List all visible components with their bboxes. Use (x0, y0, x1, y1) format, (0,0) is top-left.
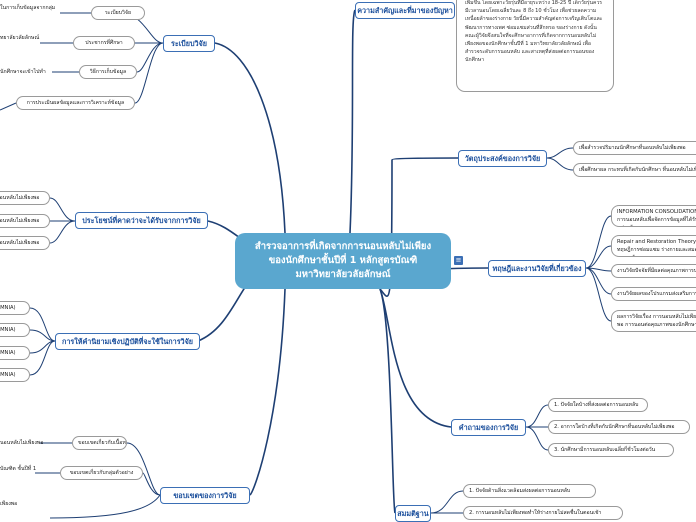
question-item[interactable]: 1. ปัจจัยใดบ้างที่ส่งผลต่อการนอนหลับ (548, 398, 648, 412)
benefit-item[interactable]: นอนหลับไม่เพียงพอ (0, 191, 50, 205)
objective-item[interactable]: เพื่อศึกษาผล กระทบที่เกิดกับนักศึกษา ที่… (573, 163, 696, 177)
hypothesis-item[interactable]: 2. การนอนหลับไม่เพียงพอทำให้ร่างกายไม่สด… (463, 506, 623, 520)
definition-item[interactable]: OMNIA) (0, 368, 30, 382)
definition-item[interactable]: OMNIA) (0, 323, 30, 337)
central-topic[interactable]: สำรวจอาการที่เกิดจากการนอนหลับไม่เพียง ข… (235, 233, 451, 289)
methodology-text: นักศึกษาจะเข้าไปทำ (0, 69, 46, 75)
branch-methodology[interactable]: ระเบียบวิจัย (163, 35, 215, 52)
note-icon[interactable]: ≡ (454, 256, 463, 265)
methodology-text: ในการเก็บข้อมูลจากกลุ่ม (0, 5, 56, 11)
hypothesis-item[interactable]: 1. ปัจจัยด้านสิ่งแวดล้อมส่งผลต่อการนอนหล… (463, 484, 596, 498)
theory-item[interactable]: งานวิจัยปัจจัยที่มีผลต่อคุณภาพการนอนหลับ (611, 264, 696, 278)
theory-item[interactable]: INFORMATION CONSOLIDATION การนอนหลับเพื่… (611, 205, 696, 227)
methodology-item[interactable]: ประชากรที่ศึกษา (73, 36, 135, 50)
importance-note: เพิ่มขึ้น โดยเฉพาะวัยรุ่นที่มีอายุระหว่า… (456, 0, 614, 92)
methodology-item[interactable]: ระเบียบวิจัย (91, 6, 145, 20)
benefit-item[interactable]: นอนหลับไม่เพียงพอ (0, 236, 50, 250)
branch-importance[interactable]: ความสำคัญและที่มาของปัญหา (355, 2, 455, 19)
scope-text: นอนหลับไม่เพียงพอ (0, 440, 44, 446)
central-topic-line-3: มหาวิทยาลัยวลัยลักษณ์ (295, 269, 391, 280)
central-topic-line-1: สำรวจอาการที่เกิดจากการนอนหลับไม่เพียง (254, 241, 432, 252)
branch-benefits[interactable]: ประโยชน์ที่คาดว่าจะได้รับจากการวิจัย (75, 212, 208, 229)
benefit-item[interactable]: นอนหลับไม่เพียงพอ (0, 214, 50, 228)
methodology-item[interactable]: การประเมินผลข้อมูลและการวิเคราะห์ข้อมูล (16, 96, 135, 110)
scope-text: บัณฑิต ชั้นปีที่ 1 (0, 466, 37, 472)
methodology-text: ทยาลัยวลัยลักษณ์ (0, 35, 40, 41)
scope-item[interactable]: ขอบเขตเกี่ยวกับกลุ่มตัวอย่าง (60, 466, 143, 480)
central-topic-line-2: ของนักศึกษาชั้นปีที่ 1 หลักสูตรบัณฑิ (268, 255, 418, 266)
question-item[interactable]: 3. นักศึกษามีการนอนหลับเฉลี่ยกี่ชั่วโมงต… (548, 443, 674, 457)
scope-text: เพียงพอ (0, 501, 18, 507)
definition-item[interactable]: OMNIA) (0, 301, 30, 315)
branch-questions[interactable]: คำถามของการวิจัย (451, 419, 526, 436)
theory-item[interactable]: Repair and Restoration Theory ทฤษฎีการซ่… (611, 235, 696, 257)
question-item[interactable]: 2. อาการใดบ้างที่เกิดกับนักศึกษาที่นอนหล… (548, 420, 690, 434)
theory-item[interactable]: งานวิจัยผลของโปรแกรมส่งเสริมการนอน (611, 287, 696, 301)
objective-item[interactable]: เพื่อสำรวจปริมาณนักศึกษาที่นอนหลับไม่เพี… (573, 141, 696, 155)
importance-text: เพิ่มขึ้น โดยเฉพาะวัยรุ่นที่มีอายุระหว่า… (465, 0, 603, 64)
definition-item[interactable]: OMNIA) (0, 346, 30, 360)
branch-definitions[interactable]: การให้คำนิยามเชิงปฏิบัติที่จะใช้ในการวิจ… (55, 333, 200, 350)
branch-hypothesis[interactable]: สมมติฐาน (395, 505, 431, 522)
branch-theory[interactable]: ทฤษฎีและงานวิจัยที่เกี่ยวข้อง (488, 260, 586, 277)
theory-item[interactable]: ผลการวิจัยเรื่อง การนอนหลับไม่เพียงพอ กา… (611, 310, 696, 332)
methodology-item[interactable]: วิธีการเก็บข้อมูล (79, 65, 137, 79)
branch-objectives[interactable]: วัตถุประสงค์ของการวิจัย (458, 150, 547, 167)
scope-item[interactable]: ขอบเขตเกี่ยวกับเนื้อหา (72, 436, 127, 450)
branch-scope[interactable]: ขอบเขตของการวิจัย (160, 487, 250, 504)
